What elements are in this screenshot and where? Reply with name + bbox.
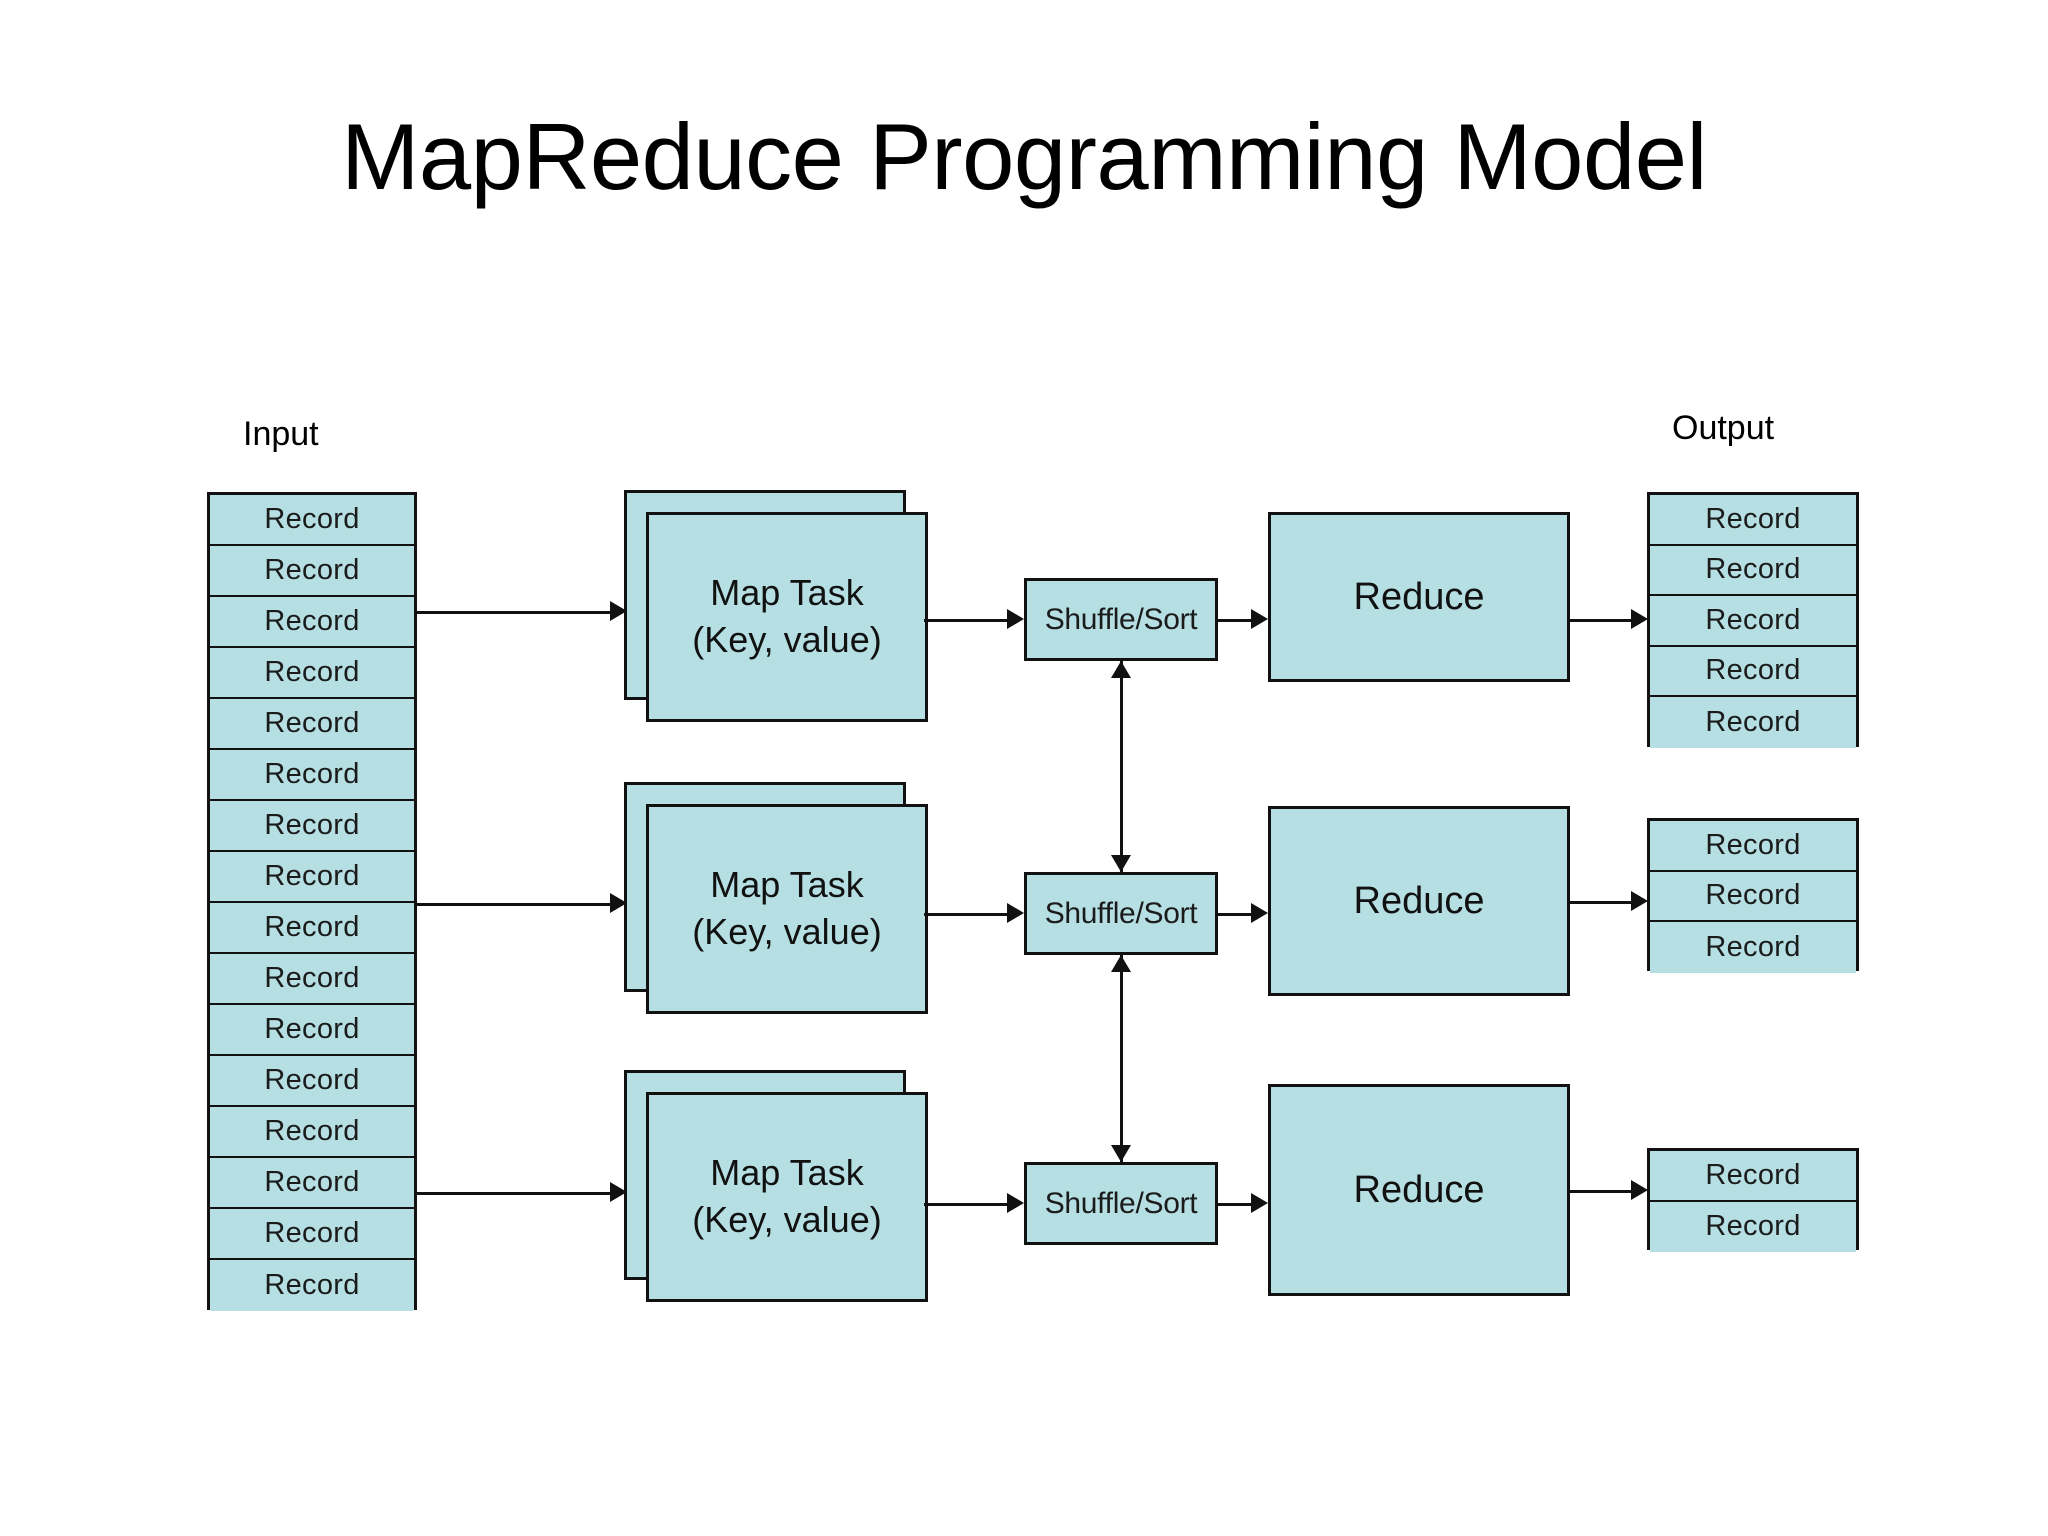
list-item: Record xyxy=(210,1260,414,1311)
list-item: Record xyxy=(210,750,414,801)
output-section-label: Output xyxy=(1672,409,1775,447)
input-section-label: Input xyxy=(243,415,319,453)
list-item: Record xyxy=(210,954,414,1005)
map-task-title: Map Task xyxy=(710,864,864,906)
map-task-node-1[interactable]: Map Task (Key, value) xyxy=(624,490,928,722)
shuffle-sort-node-2[interactable]: Shuffle/Sort xyxy=(1024,872,1218,955)
list-item: Record xyxy=(210,546,414,597)
map-task-subtitle: (Key, value) xyxy=(692,1199,882,1240)
list-item: Record xyxy=(210,1209,414,1260)
list-item: Record xyxy=(210,1158,414,1209)
list-item: Record xyxy=(1650,922,1856,973)
connector-input-to-map-1 xyxy=(417,611,612,614)
page-title: MapReduce Programming Model xyxy=(341,104,1707,209)
list-item: Record xyxy=(1650,545,1856,596)
arrowhead-reduce-1-to-output-1 xyxy=(1631,609,1648,629)
stacked-sheet-front: Map Task (Key, value) xyxy=(646,512,928,722)
shuffle-sort-node-1[interactable]: Shuffle/Sort xyxy=(1024,578,1218,661)
list-item: Record xyxy=(1650,596,1856,647)
list-item: Record xyxy=(210,699,414,750)
output-record-stack-1: Record Record Record Record Record xyxy=(1647,492,1859,748)
arrowhead-reduce-2-to-output-2 xyxy=(1631,891,1648,911)
map-task-subtitle: (Key, value) xyxy=(692,911,882,952)
connector-shuffle-2-to-reduce-2 xyxy=(1218,913,1258,916)
output-record-stack-3: Record Record xyxy=(1647,1148,1859,1252)
connector-shuffle-1-to-reduce-1 xyxy=(1218,619,1258,622)
input-record-stack: Record Record Record Record Record Recor… xyxy=(207,492,417,1311)
list-item: Record xyxy=(210,903,414,954)
arrowhead-map-3-to-shuffle-3 xyxy=(1007,1193,1024,1213)
list-item: Record xyxy=(1650,871,1856,922)
reduce-node-3[interactable]: Reduce xyxy=(1268,1084,1570,1296)
reduce-node-2[interactable]: Reduce xyxy=(1268,806,1570,996)
connector-input-to-map-3 xyxy=(417,1192,612,1195)
map-task-subtitle: (Key, value) xyxy=(692,619,882,660)
arrowhead-map-2-to-shuffle-2 xyxy=(1007,903,1024,923)
arrowhead-map-1-to-shuffle-1 xyxy=(1007,609,1024,629)
list-item: Record xyxy=(1650,1201,1856,1252)
arrowhead-reduce-3-to-output-3 xyxy=(1631,1180,1648,1200)
list-item: Record xyxy=(1650,821,1856,872)
stacked-sheet-front: Map Task (Key, value) xyxy=(646,804,928,1014)
reduce-node-1[interactable]: Reduce xyxy=(1268,512,1570,682)
map-task-title: Map Task xyxy=(710,572,864,614)
connector-shuffle-1-to-shuffle-2 xyxy=(1120,661,1123,872)
list-item: Record xyxy=(210,597,414,648)
connector-shuffle-3-to-reduce-3 xyxy=(1218,1203,1258,1206)
arrowhead-shuffle-down-1 xyxy=(1111,855,1131,872)
list-item: Record xyxy=(210,1107,414,1158)
stacked-sheet-front: Map Task (Key, value) xyxy=(646,1092,928,1302)
list-item: Record xyxy=(210,801,414,852)
connector-reduce-2-to-output-2 xyxy=(1570,901,1640,904)
arrowhead-shuffle-2-to-reduce-2 xyxy=(1251,903,1268,923)
arrowhead-shuffle-up-1 xyxy=(1111,661,1131,678)
map-task-node-2[interactable]: Map Task (Key, value) xyxy=(624,782,928,1014)
list-item: Record xyxy=(1650,646,1856,697)
list-item: Record xyxy=(210,852,414,903)
shuffle-sort-node-3[interactable]: Shuffle/Sort xyxy=(1024,1162,1218,1245)
arrowhead-input-to-map-3 xyxy=(610,1182,627,1202)
connector-reduce-3-to-output-3 xyxy=(1570,1190,1640,1193)
arrowhead-shuffle-1-to-reduce-1 xyxy=(1251,609,1268,629)
list-item: Record xyxy=(210,495,414,546)
connector-map-1-to-shuffle-1 xyxy=(924,619,1014,622)
connector-map-3-to-shuffle-3 xyxy=(924,1203,1014,1206)
list-item: Record xyxy=(1650,495,1856,546)
connector-reduce-1-to-output-1 xyxy=(1570,619,1640,622)
list-item: Record xyxy=(210,1005,414,1056)
output-record-stack-2: Record Record Record xyxy=(1647,818,1859,973)
arrowhead-input-to-map-2 xyxy=(610,893,627,913)
arrowhead-shuffle-up-2 xyxy=(1111,955,1131,972)
connector-shuffle-2-to-shuffle-3 xyxy=(1120,955,1123,1162)
arrowhead-shuffle-down-2 xyxy=(1111,1145,1131,1162)
map-task-title: Map Task xyxy=(710,1152,864,1194)
map-task-node-3[interactable]: Map Task (Key, value) xyxy=(624,1070,928,1302)
arrowhead-shuffle-3-to-reduce-3 xyxy=(1251,1193,1268,1213)
list-item: Record xyxy=(210,648,414,699)
list-item: Record xyxy=(1650,1151,1856,1202)
connector-input-to-map-2 xyxy=(417,903,612,906)
connector-map-2-to-shuffle-2 xyxy=(924,913,1014,916)
arrowhead-input-to-map-1 xyxy=(610,601,627,621)
list-item: Record xyxy=(1650,697,1856,748)
list-item: Record xyxy=(210,1056,414,1107)
